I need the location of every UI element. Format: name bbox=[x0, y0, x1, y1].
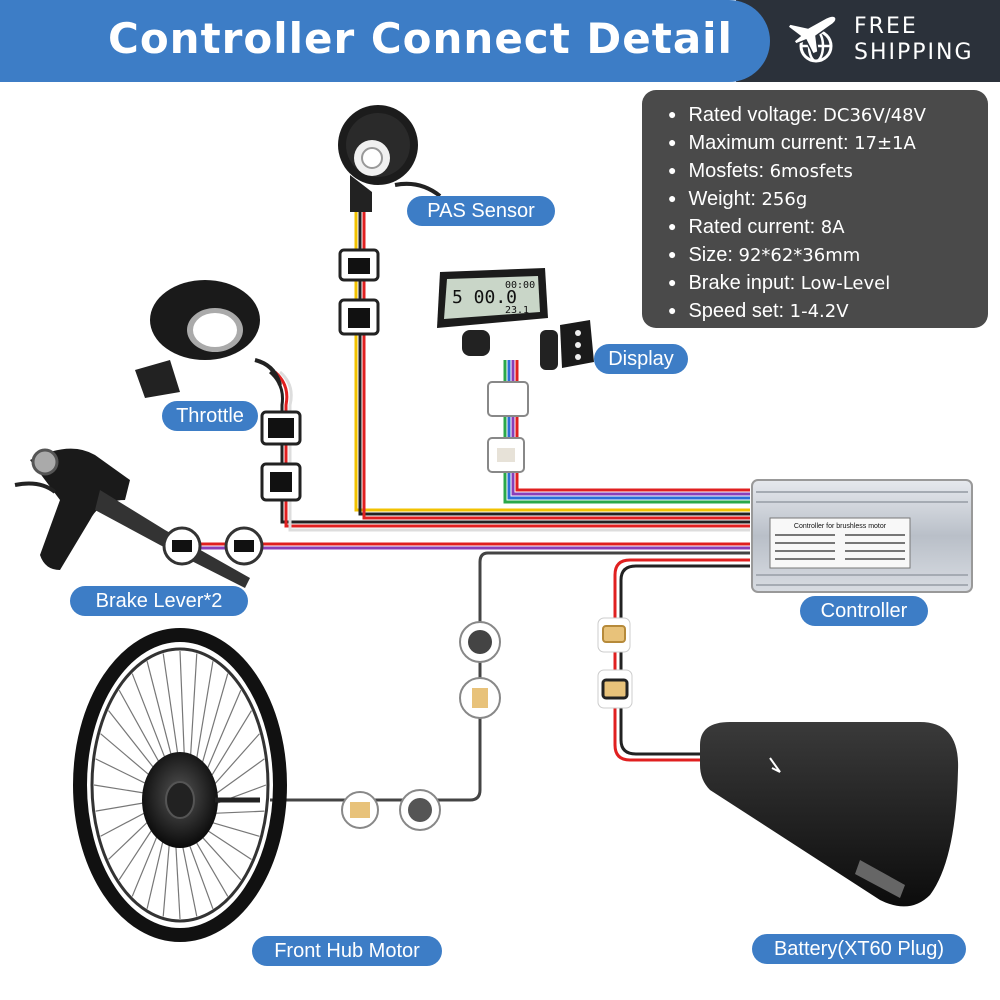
wheel-spoke bbox=[197, 831, 242, 881]
wheel-spoke bbox=[162, 653, 180, 761]
spec-key: Size: bbox=[688, 244, 733, 266]
motor-wire bbox=[270, 551, 750, 802]
display-wire bbox=[503, 360, 750, 504]
spec-item: Rated voltage: DC36V/48V bbox=[668, 102, 988, 130]
brake-connector-female bbox=[224, 526, 264, 566]
throttle-connector-male bbox=[260, 410, 302, 446]
svg-text:00:00: 00:00 bbox=[505, 280, 535, 291]
spec-key: Maximum current: bbox=[688, 132, 849, 154]
wheel-spoke bbox=[189, 653, 198, 763]
motor-plug-right bbox=[399, 789, 441, 831]
display-connector-female bbox=[487, 437, 525, 473]
spec-key: Weight: bbox=[688, 188, 756, 210]
wheel-spoke bbox=[179, 650, 186, 761]
wheel-spoke bbox=[118, 689, 163, 769]
wheel-spoke bbox=[162, 837, 171, 917]
wheel-spoke bbox=[93, 784, 151, 795]
wheel-spoke bbox=[186, 838, 214, 910]
spec-key: Rated voltage: bbox=[688, 104, 818, 126]
spec-key: Speed set: bbox=[688, 300, 785, 322]
spec-key: Brake input: bbox=[688, 272, 796, 294]
wheel-spoke bbox=[131, 673, 168, 765]
spec-value: 256g bbox=[761, 189, 808, 210]
battery-image bbox=[700, 722, 959, 907]
spec-item: Weight: 256g bbox=[668, 186, 988, 214]
front-hub-motor-label: Front Hub Motor bbox=[252, 936, 442, 966]
spec-item: Size: 92*62*36mm bbox=[668, 242, 988, 270]
throttle-connector-female bbox=[260, 462, 302, 502]
battery-label: Battery(XT60 Plug) bbox=[752, 934, 966, 964]
pas-connector-male bbox=[338, 248, 380, 282]
wheel-spoke bbox=[209, 758, 265, 799]
wheel-spoke bbox=[95, 801, 151, 812]
spec-key: Rated current: bbox=[688, 216, 816, 238]
wheel-spoke bbox=[201, 826, 252, 860]
wheel-spoke bbox=[205, 820, 260, 837]
wheel-spoke bbox=[100, 733, 155, 780]
xt60-connector-female bbox=[597, 669, 633, 709]
spec-value: 6mosfets bbox=[769, 161, 853, 182]
front-hub-motor-image bbox=[73, 628, 287, 942]
wheel-spoke bbox=[146, 661, 174, 762]
controller-image: Controller for brushless motor bbox=[751, 479, 973, 593]
wheel-spoke bbox=[194, 661, 214, 766]
wheel-spoke bbox=[208, 810, 265, 815]
brake-connector-male bbox=[162, 526, 202, 566]
throttle-image bbox=[135, 280, 282, 398]
display-connector-male bbox=[487, 381, 529, 417]
spec-value: 92*62*36mm bbox=[738, 245, 861, 266]
wheel-spoke bbox=[192, 835, 229, 897]
svg-text:5 00.0: 5 00.0 bbox=[452, 287, 517, 308]
wheel-spoke bbox=[118, 823, 157, 881]
throttle-label: Throttle bbox=[162, 401, 258, 431]
spec-value: 17±1A bbox=[854, 133, 916, 154]
shipping-banner bbox=[736, 0, 1000, 82]
page-title: Controller Connect Detail bbox=[108, 14, 733, 63]
title-banner bbox=[0, 0, 770, 82]
battery-wire bbox=[613, 558, 750, 762]
brake-lever-image bbox=[14, 448, 250, 588]
wheel-spoke bbox=[95, 758, 153, 787]
wheel-spoke bbox=[108, 816, 154, 860]
display-image: 5 00.0 00:00 23.1 bbox=[437, 268, 594, 370]
motor-connector-top bbox=[459, 621, 501, 663]
xt60-connector-male bbox=[597, 617, 631, 653]
wheel-spoke bbox=[208, 733, 260, 791]
wheel-spoke bbox=[131, 829, 161, 897]
display-label: Display bbox=[594, 344, 688, 374]
motor-connector-bottom bbox=[459, 677, 501, 719]
brake-lever-label: Brake Lever*2 bbox=[70, 586, 248, 616]
wheel-spoke bbox=[206, 710, 253, 784]
spec-item: Speed set: 1-4.2V bbox=[668, 298, 988, 326]
spec-value: 1-4.2V bbox=[789, 301, 849, 322]
svg-text:23.1: 23.1 bbox=[505, 305, 529, 316]
spec-item: Mosfets: 6mosfets bbox=[668, 158, 988, 186]
controller-sticker-title: Controller for brushless motor bbox=[794, 523, 887, 530]
throttle-wire bbox=[268, 370, 750, 532]
controller-label: Controller bbox=[800, 596, 928, 626]
wheel-spoke bbox=[203, 690, 242, 777]
spec-value: 8A bbox=[820, 217, 845, 238]
spec-value: Low-Level bbox=[800, 273, 891, 294]
spec-item: Maximum current: 17±1A bbox=[668, 130, 988, 158]
wheel-spoke bbox=[174, 839, 181, 920]
free-shipping-text: FREE SHIPPING bbox=[854, 14, 974, 65]
wheel-spoke bbox=[146, 834, 166, 909]
wheel-spoke bbox=[108, 710, 159, 774]
wheel-spoke bbox=[180, 839, 198, 917]
airplane-globe-icon bbox=[786, 15, 837, 63]
wheel-spoke bbox=[199, 673, 229, 771]
spec-value: DC36V/48V bbox=[823, 105, 926, 126]
spec-item: Brake input: Low-Level bbox=[668, 270, 988, 298]
wheel-spoke bbox=[209, 784, 267, 807]
spec-item: Rated current: 8A bbox=[668, 214, 988, 242]
pas-connector-female bbox=[338, 298, 380, 336]
brake-wire bbox=[200, 542, 750, 550]
specs-panel: Rated voltage: DC36V/48VMaximum current:… bbox=[642, 90, 988, 328]
spec-key: Mosfets: bbox=[688, 160, 765, 182]
wheel-spoke bbox=[100, 809, 152, 837]
motor-plug-left bbox=[341, 791, 379, 829]
pas-sensor-label: PAS Sensor bbox=[407, 196, 555, 226]
